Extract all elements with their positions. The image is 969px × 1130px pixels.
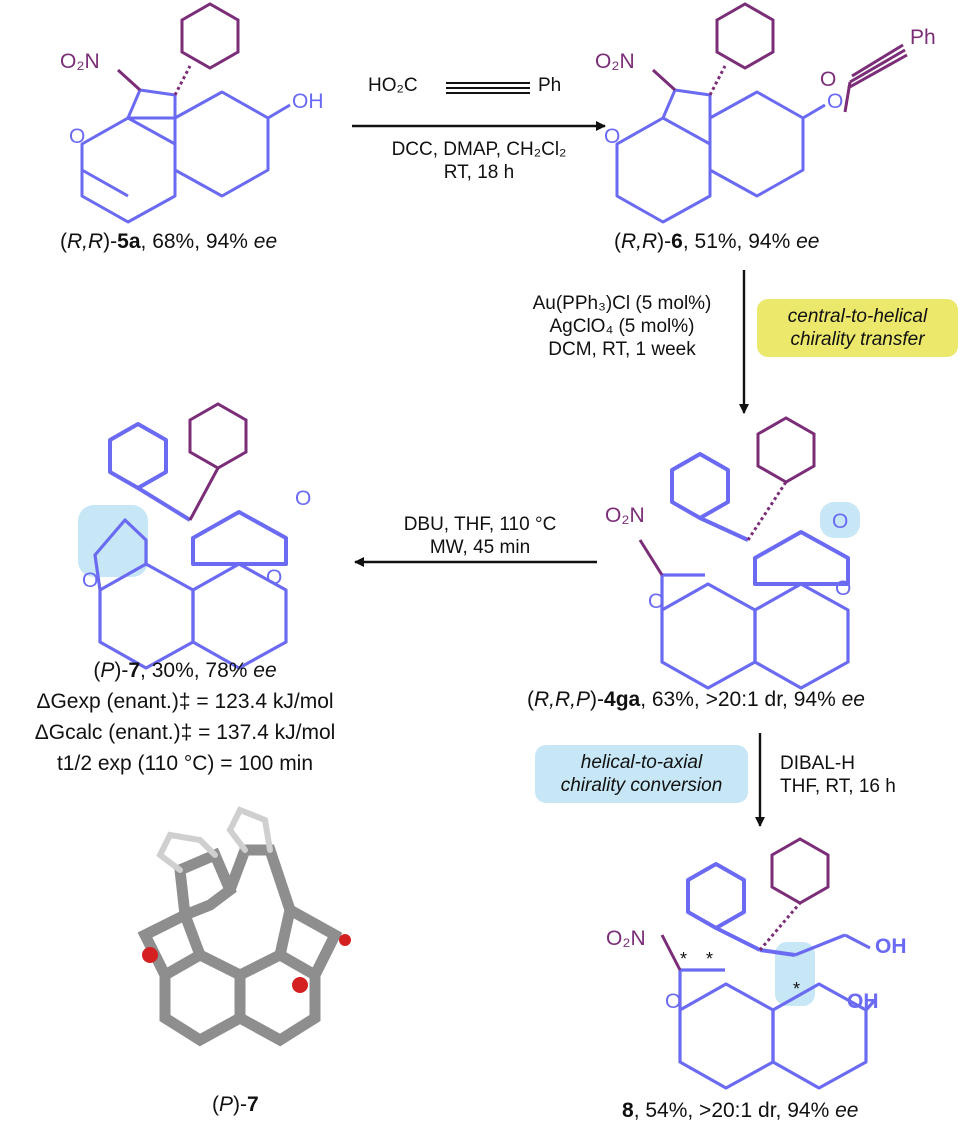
c6-o-label: O — [604, 125, 620, 148]
c7-carbonyl-o-label: O — [295, 487, 311, 510]
step4-line2: THF, RT, 16 h — [780, 776, 896, 797]
c4ga-no2-label: O₂N — [605, 504, 645, 527]
alkyne-triple-bond — [446, 82, 530, 94]
c5a-o-label: O — [69, 125, 85, 148]
c7-dg-exp-line: ΔGexp (enant.)‡ = 123.4 kJ/mol — [36, 690, 334, 713]
c7-yield-line: (P)-7, 30%, 78% ee — [93, 659, 277, 682]
step2-line3: DCM, RT, 1 week — [548, 339, 696, 360]
c5a-oh-label: OH — [292, 90, 324, 113]
c6-carbonyl-o-label: O — [820, 68, 836, 91]
compound-6-caption: (R,R)-6, 51%, 94% ee — [614, 230, 820, 253]
step3-line2: MW, 45 min — [429, 537, 531, 558]
c4ga-o-label: O — [648, 590, 664, 613]
c8-o-label: O — [665, 990, 681, 1013]
compound-5a-caption: (R,R)-5a, 68%, 94% ee — [60, 230, 278, 253]
step2-conditions: Au(PPh₃)Cl (5 mol%) AgClO₄ (5 mol%) DCM,… — [518, 292, 726, 361]
step1-reagent-ph: Ph — [538, 75, 562, 96]
c5a-no2-label: O₂N — [60, 50, 100, 73]
c4ga-lactone-o-label: O — [835, 577, 851, 600]
compound-6-structure — [615, 2, 908, 224]
step1-cond-line1: DCC, DMAP, CH₂Cl₂ — [391, 139, 567, 160]
compound-4ga-structure — [638, 416, 860, 690]
step3-line1: DBU, THF, 110 °C — [403, 514, 557, 535]
c8-stereocenter-2: * — [706, 949, 713, 969]
c7-o-label: O — [82, 569, 98, 592]
compound-5a-structure — [80, 2, 291, 224]
step2-line1: Au(PPh₃)Cl (5 mol%) — [532, 293, 712, 314]
chirality-conversion-badge: helical-to-axial chirality conversion — [535, 745, 748, 803]
c6-ph-label: Ph — [910, 26, 936, 49]
compound-4ga-caption: (R,R,P)-4ga, 63%, >20:1 dr, 94% ee — [527, 688, 865, 711]
step4-line1: DIBAL-H — [780, 753, 855, 774]
c8-stereocenter-1: * — [680, 949, 687, 969]
c4ga-carbonyl-o-label: O — [832, 510, 848, 533]
c8-no2-label: O₂N — [606, 927, 646, 950]
c8-stereocenter-3: * — [793, 979, 800, 999]
compound-7-3d-model — [137, 806, 351, 1047]
c7-dg-calc-line: ΔGcalc (enant.)‡ = 137.4 kJ/mol — [34, 721, 336, 744]
compound-8-structure — [660, 837, 877, 1090]
step1-conditions: DCC, DMAP, CH₂Cl₂ RT, 18 h — [372, 138, 586, 184]
step4-conditions: DIBAL-H THF, RT, 16 h — [780, 752, 920, 798]
c7-half-life-line: t1/2 exp (110 °C) = 100 min — [56, 752, 314, 775]
c8-phenol-oh-label: OH — [847, 990, 879, 1013]
c6-no2-label: O₂N — [595, 50, 635, 73]
compound-8-caption: 8, 54%, >20:1 dr, 94% ee — [622, 1099, 859, 1122]
compound-7-caption: (P)-7, 30%, 78% ee ΔGexp (enant.)‡ = 123… — [20, 655, 350, 779]
step1-cond-line2: RT, 18 h — [443, 162, 515, 183]
step3-conditions: DBU, THF, 110 °C MW, 45 min — [375, 513, 585, 559]
chirality-transfer-badge: central-to-helical chirality transfer — [757, 299, 958, 357]
c8-ch2oh-label: OH — [875, 935, 907, 958]
step1-reagent: HO₂C — [368, 75, 418, 96]
c7-lactone-o-label: O — [266, 566, 282, 589]
compound-7-structure — [78, 402, 288, 670]
c6-ester-o-label: O — [827, 90, 843, 113]
step2-line2: AgClO₄ (5 mol%) — [549, 316, 695, 337]
compound-7-model-caption: (P)-7 — [212, 1093, 259, 1116]
